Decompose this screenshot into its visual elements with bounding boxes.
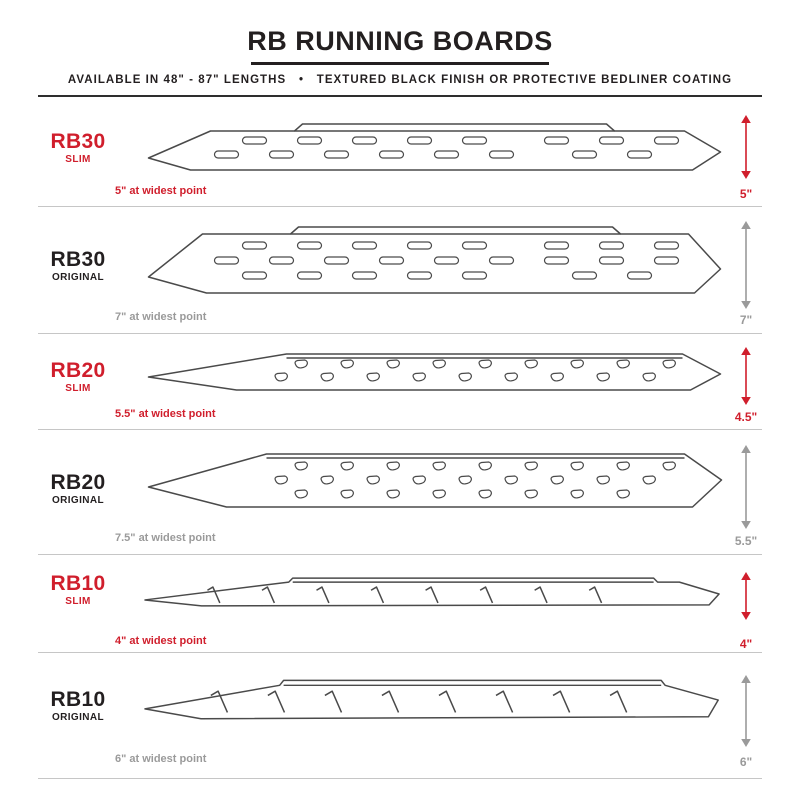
width-arrow-icon — [740, 445, 752, 529]
board-row-rb20-slim: RB20 SLIM 5.5" at widest point 4.5" — [38, 334, 762, 430]
left-measure-label: 5" at widest point — [115, 185, 207, 197]
model-name: RB10 — [50, 572, 106, 595]
right-measure-label: 7" — [739, 313, 753, 327]
title-underline — [251, 62, 549, 65]
model-variant: SLIM — [65, 383, 91, 395]
board-row-rb20-original: RB20 ORIGINAL 7.5" at widest point 5.5" — [38, 430, 762, 555]
model-label-block: RB20 SLIM — [40, 359, 116, 395]
board-illustration-rb10-original — [144, 679, 719, 720]
model-variant: ORIGINAL — [51, 495, 105, 507]
model-variant: SLIM — [65, 154, 91, 166]
board-illustration-rb30-slim — [147, 123, 722, 171]
width-arrow-icon — [740, 347, 752, 405]
left-measure-label: 5.5" at widest point — [115, 408, 216, 420]
width-arrow-icon — [740, 115, 752, 179]
right-measure-label: 4.5" — [734, 410, 758, 424]
board-rows: RB30 SLIM 5" at widest point 5" RB30 ORI… — [38, 97, 762, 779]
model-name: RB30 — [50, 248, 106, 271]
model-label-block: RB30 SLIM — [40, 130, 116, 166]
width-arrow-icon — [740, 572, 752, 620]
model-variant: SLIM — [65, 596, 91, 608]
page-title: RB RUNNING BOARDS — [247, 26, 553, 56]
model-name: RB20 — [50, 359, 106, 382]
board-row-rb30-original: RB30 ORIGINAL 7" at widest point 7" — [38, 207, 762, 334]
model-label-block: RB30 ORIGINAL — [40, 248, 116, 284]
board-illustration-rb20-original — [147, 453, 723, 508]
left-measure-label: 4" at widest point — [115, 635, 207, 647]
page-subtitle: AVAILABLE IN 48" - 87" LENGTHS • TEXTURE… — [67, 74, 733, 86]
header-rule — [38, 95, 762, 97]
model-name: RB20 — [50, 471, 106, 494]
right-measure-label: 6" — [739, 755, 753, 769]
model-name: RB30 — [50, 130, 106, 153]
model-label-block: RB10 ORIGINAL — [40, 688, 116, 724]
width-arrow-icon — [740, 221, 752, 309]
board-illustration-rb20-slim — [147, 353, 722, 391]
model-label-block: RB10 SLIM — [40, 572, 116, 608]
model-variant: ORIGINAL — [51, 712, 105, 724]
board-illustration-rb10-slim — [144, 577, 720, 607]
model-name: RB10 — [50, 688, 106, 711]
left-measure-label: 7" at widest point — [115, 311, 207, 323]
left-measure-label: 6" at widest point — [115, 753, 207, 765]
right-measure-label: 4" — [739, 637, 753, 651]
board-row-rb10-slim: RB10 SLIM 4" at widest point 4" — [38, 555, 762, 653]
model-variant: ORIGINAL — [51, 272, 105, 284]
board-illustration-rb30-original — [147, 226, 722, 294]
board-row-rb10-original: RB10 ORIGINAL 6" at widest point 6" — [38, 653, 762, 779]
board-row-rb30-slim: RB30 SLIM 5" at widest point 5" — [38, 97, 762, 207]
right-measure-label: 5" — [739, 187, 753, 201]
width-arrow-icon — [740, 675, 752, 747]
page-header: RB RUNNING BOARDS AVAILABLE IN 48" - 87"… — [0, 0, 800, 97]
model-label-block: RB20 ORIGINAL — [40, 471, 116, 507]
right-measure-label: 5.5" — [734, 534, 758, 548]
left-measure-label: 7.5" at widest point — [115, 532, 216, 544]
